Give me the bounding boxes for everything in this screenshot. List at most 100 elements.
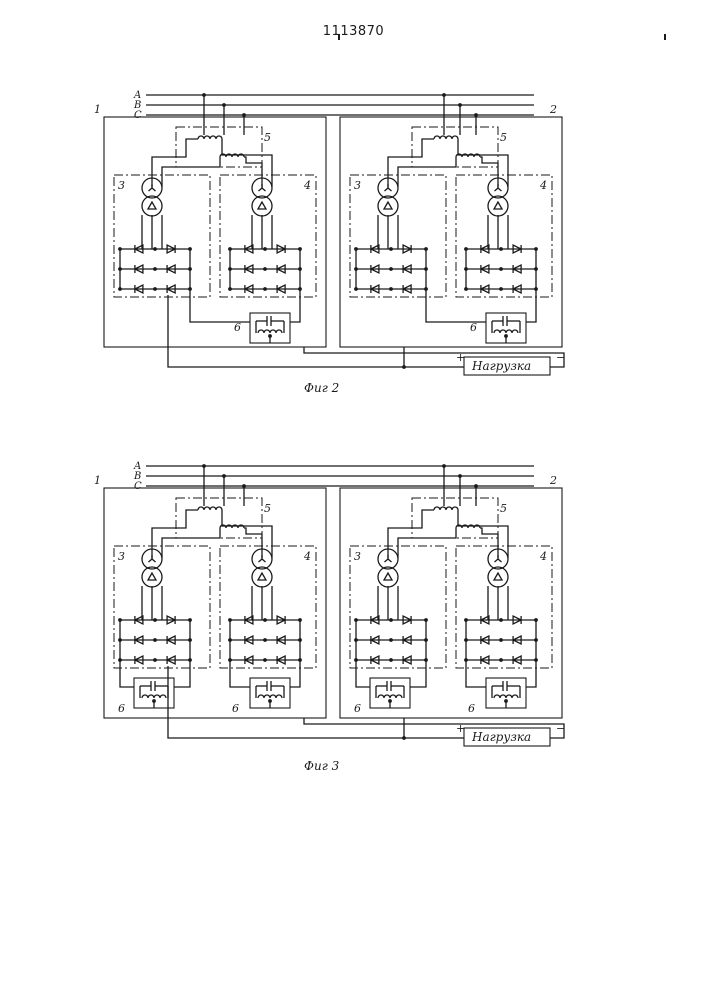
group-4-frame <box>456 546 552 668</box>
junction-dot <box>402 365 406 369</box>
reactor-winding <box>142 695 166 698</box>
dc-wire <box>526 289 536 322</box>
reactor-winding <box>258 330 282 333</box>
star-symbol <box>388 559 392 562</box>
secondary-winding-circle <box>378 196 398 216</box>
star-symbol <box>495 559 499 562</box>
unit-frame <box>340 488 562 718</box>
junction-dot <box>464 638 468 642</box>
smoothing-unit-6 <box>486 313 526 343</box>
dc-output-bus <box>168 666 460 738</box>
junction-dot <box>499 247 503 251</box>
junction-dot <box>464 267 468 271</box>
junction-dot <box>118 287 122 291</box>
feed-wire <box>398 157 456 187</box>
coil-path <box>198 507 222 510</box>
junction-dot <box>389 638 393 642</box>
rectifier-bridge-4 <box>228 245 302 293</box>
label-block-6: 6 <box>470 321 477 334</box>
junction-dot <box>263 618 267 622</box>
junction-dot <box>354 267 358 271</box>
junction-dot <box>263 247 267 251</box>
smoothing-unit-6b <box>250 678 290 708</box>
delta-symbol <box>148 202 156 209</box>
converter-unit-1: 661345 <box>94 474 326 718</box>
dc-wire <box>190 289 250 322</box>
junction-dot <box>499 287 503 291</box>
label-unit: 2 <box>549 103 557 116</box>
label-block-4: 4 <box>539 550 547 563</box>
label-unit: 1 <box>94 103 101 116</box>
junction-dot <box>228 287 232 291</box>
junction-dot <box>474 484 478 488</box>
rectifier-bridge-3 <box>118 616 192 664</box>
delta-symbol <box>148 573 156 580</box>
reactor-winding <box>258 695 282 698</box>
star-symbol <box>385 559 389 562</box>
dc-wire <box>120 660 134 687</box>
label-block-6: 6 <box>232 702 239 715</box>
junction-dot <box>153 287 157 291</box>
coil-path <box>434 136 458 139</box>
star-symbol <box>152 559 156 562</box>
star-symbol <box>259 188 263 191</box>
delta-symbol <box>384 202 392 209</box>
polarity-minus: − <box>556 722 565 735</box>
junction-dot <box>298 618 302 622</box>
label-block-4: 4 <box>539 179 547 192</box>
balancing-reactor-frame <box>412 498 498 538</box>
feed-wire <box>162 528 220 558</box>
junction-dot <box>188 618 192 622</box>
polarity-plus: + <box>456 722 465 735</box>
junction-dot <box>153 267 157 271</box>
smoothing-unit-6 <box>250 313 290 343</box>
junction-dot <box>464 287 468 291</box>
balancing-reactor-frame <box>412 127 498 167</box>
polarity-plus: + <box>456 351 465 364</box>
label-unit: 1 <box>94 474 101 487</box>
reactor-coil-top <box>198 136 222 139</box>
smoothing-unit-6b <box>486 678 526 708</box>
coil-path <box>494 330 518 333</box>
label-block-3: 3 <box>118 550 125 563</box>
secondary-winding-circle <box>488 567 508 587</box>
junction-dot <box>263 638 267 642</box>
junction-dot <box>228 267 232 271</box>
junction-dot <box>298 638 302 642</box>
junction-dot <box>354 618 358 622</box>
coil-path <box>434 507 458 510</box>
junction-dot <box>263 287 267 291</box>
junction-dot <box>228 618 232 622</box>
unit-frame <box>104 117 326 347</box>
label-block-5: 5 <box>264 502 271 515</box>
reactor-coil-top <box>434 507 458 510</box>
label-block-6: 6 <box>354 702 361 715</box>
junction-dot <box>202 464 206 468</box>
balancing-reactor-frame <box>176 498 262 538</box>
junction-dot <box>499 638 503 642</box>
label-unit: 2 <box>549 474 557 487</box>
junction-dot <box>464 247 468 251</box>
feed-wire <box>398 528 456 558</box>
label-block-3: 3 <box>354 179 361 192</box>
polarity-minus: − <box>556 351 565 364</box>
dc-wire <box>290 660 300 687</box>
unit-frame <box>340 117 562 347</box>
junction-dot <box>153 618 157 622</box>
junction-dot <box>153 658 157 662</box>
junction-dot <box>188 638 192 642</box>
junction-dot <box>228 247 232 251</box>
coil-path <box>258 695 282 698</box>
delta-symbol <box>494 202 502 209</box>
junction-dot <box>354 287 358 291</box>
reactor-winding <box>494 695 518 698</box>
junction-dot <box>389 287 393 291</box>
star-symbol <box>388 188 392 191</box>
star-symbol <box>385 188 389 191</box>
label-block-3: 3 <box>354 550 361 563</box>
secondary-winding-circle <box>142 567 162 587</box>
junction-dot <box>499 618 503 622</box>
converter-unit-1: 61345 <box>94 103 326 347</box>
reactor-coil-top <box>434 136 458 139</box>
junction-dot <box>402 736 406 740</box>
